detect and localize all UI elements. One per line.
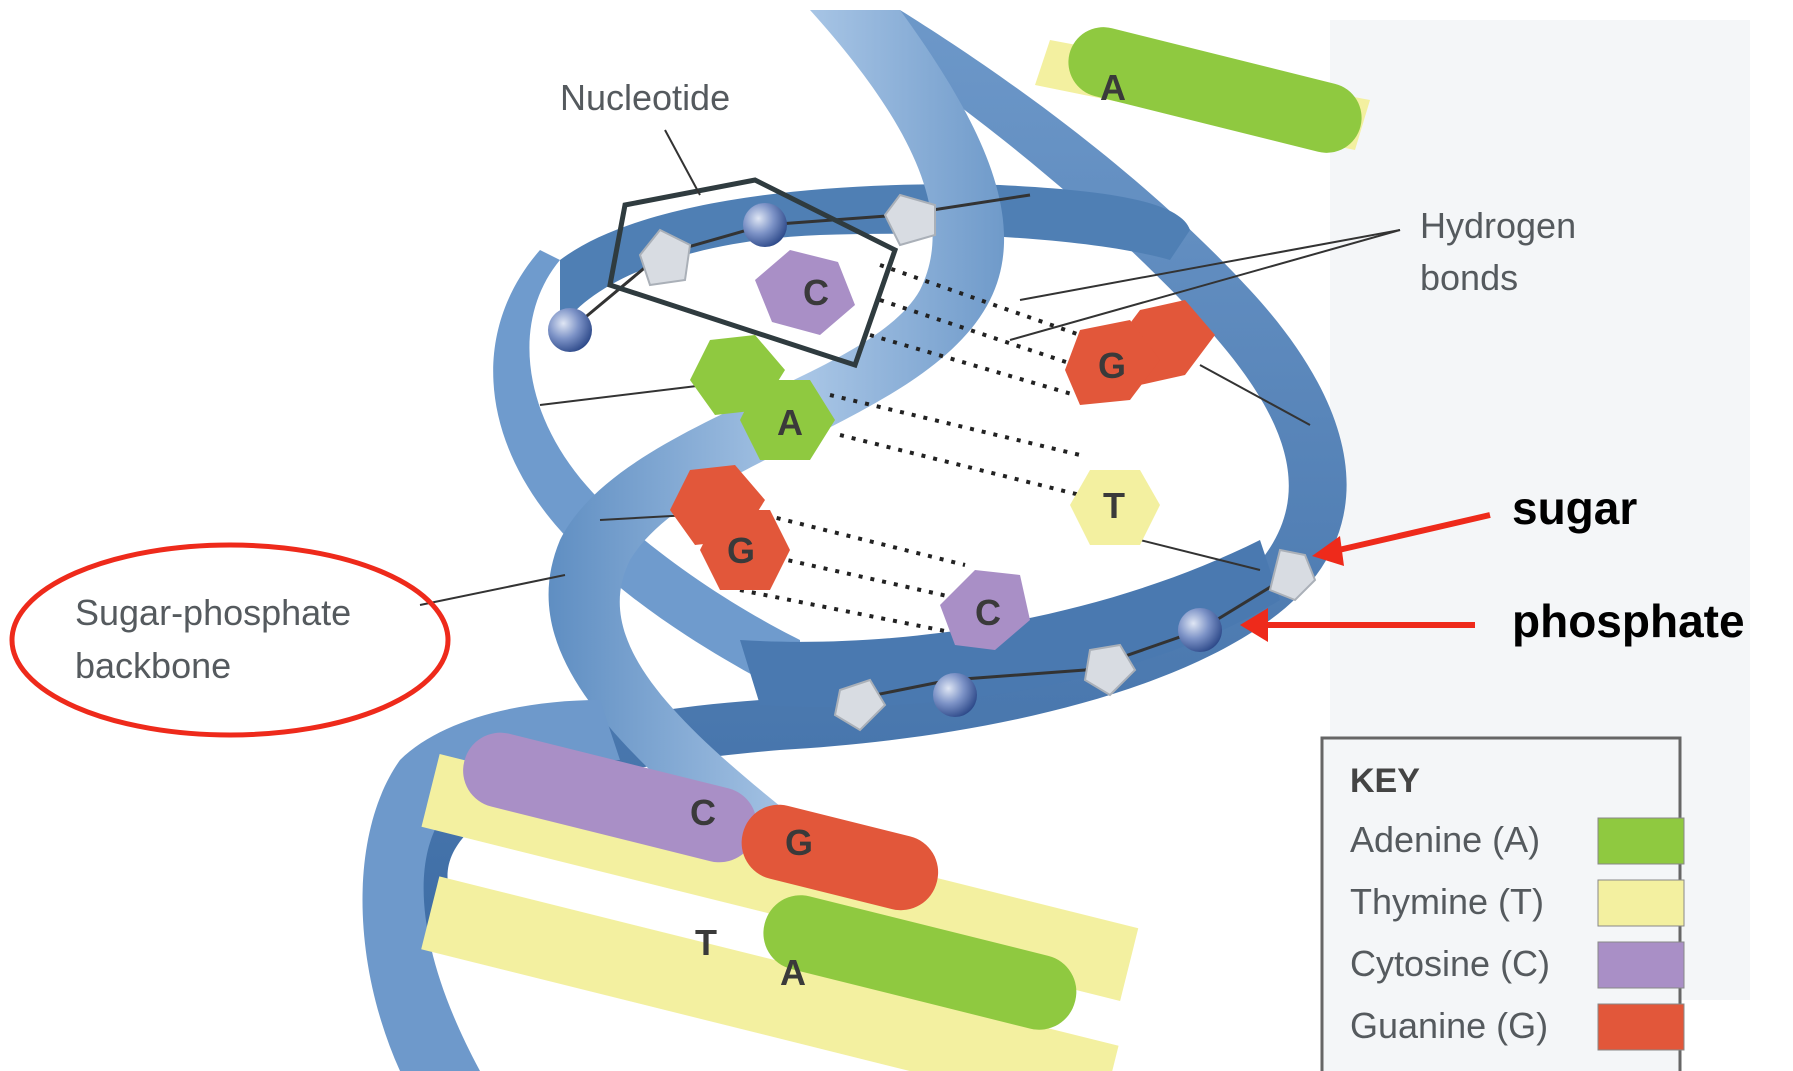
base-g1: G xyxy=(1065,300,1215,405)
key-swatch-guanine xyxy=(1598,1004,1684,1050)
key-item-cytosine: Cytosine (C) xyxy=(1350,943,1550,984)
phosphate-label: phosphate xyxy=(1512,595,1745,647)
base-label-g1: G xyxy=(1098,345,1126,386)
base-label-a-top: A xyxy=(1100,67,1126,108)
hydrogen-label-line2: bonds xyxy=(1420,257,1518,298)
base-label-t1: T xyxy=(1103,485,1125,526)
key-item-thymine: Thymine (T) xyxy=(1350,881,1544,922)
hydrogen-label-line1: Hydrogen xyxy=(1420,205,1576,246)
base-label-c2: C xyxy=(975,592,1001,633)
base-label-a-lower: A xyxy=(780,952,806,993)
base-label-c-lower: C xyxy=(690,792,716,833)
backbone-label-line2: backbone xyxy=(75,645,231,686)
base-label-g2: G xyxy=(727,530,755,571)
backbone-pointer xyxy=(420,575,565,605)
key-item-guanine: Guanine (G) xyxy=(1350,1005,1548,1046)
top-base-pair: A xyxy=(1035,20,1370,160)
base-label-a1: A xyxy=(777,402,803,443)
backbone-highlight-ellipse xyxy=(12,545,448,735)
backbone-label-line1: Sugar-phosphate xyxy=(75,592,351,633)
key-swatch-thymine xyxy=(1598,880,1684,926)
base-t1: T xyxy=(1070,470,1160,545)
key-swatch-cytosine xyxy=(1598,942,1684,988)
nucleotide-pointer xyxy=(665,130,700,195)
key-swatch-adenine xyxy=(1598,818,1684,864)
base-label-g-lower: G xyxy=(785,822,813,863)
sugar-label: sugar xyxy=(1512,482,1637,534)
base-c1: C xyxy=(755,250,855,335)
base-label-c1: C xyxy=(803,272,829,313)
base-g2: G xyxy=(670,465,790,590)
legend-key: KEY Adenine (A) Thymine (T) Cytosine (C)… xyxy=(1322,738,1684,1071)
base-label-t-lower: T xyxy=(695,922,717,963)
nucleotide-label: Nucleotide xyxy=(560,77,730,118)
key-title: KEY xyxy=(1350,762,1420,800)
lower-base-pairs: C G T A xyxy=(421,725,1138,1071)
key-item-adenine: Adenine (A) xyxy=(1350,819,1540,860)
